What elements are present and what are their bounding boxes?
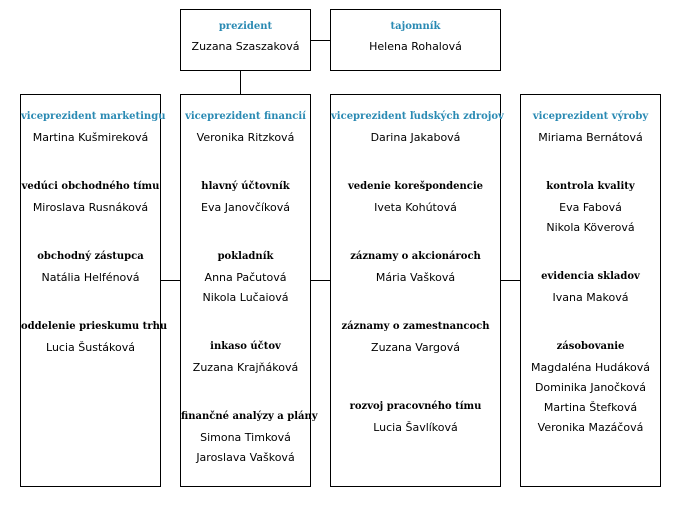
connector-col2-col3 <box>310 280 330 281</box>
hr-title: viceprezident ľudských zdrojov <box>331 111 504 122</box>
finance-head-name: Veronika Ritzková <box>196 131 295 144</box>
production-role-warehouse: evidencia skladov <box>541 271 640 282</box>
marketing-role-sales-lead: vedúci obchodného tímu <box>21 181 160 192</box>
production-box: viceprezident výroby Miriama Bernátová k… <box>520 94 661 487</box>
connector-president-down <box>240 70 241 95</box>
connector-col1-col2 <box>160 280 180 281</box>
secretary-title: tajomník <box>390 21 441 32</box>
hr-role-employees: záznamy o zamestnancoch <box>341 321 490 332</box>
hr-role-shareholders: záznamy o akcionároch <box>350 251 481 262</box>
president-name: Zuzana Szaszaková <box>191 40 300 53</box>
president-title: prezident <box>218 21 273 32</box>
production-name: Nikola Köverová <box>546 221 635 234</box>
president-box: prezident Zuzana Szaszaková <box>180 9 311 71</box>
production-name: Martina Štefková <box>543 401 638 414</box>
production-title: viceprezident výroby <box>532 111 649 122</box>
finance-name: Nikola Lučaiová <box>202 291 289 304</box>
secretary-box: tajomník Helena Rohalová <box>330 9 501 71</box>
finance-box: viceprezident financií Veronika Ritzková… <box>180 94 318 487</box>
finance-title: viceprezident financií <box>185 111 306 122</box>
finance-role-analysis: finančné analýzy a plány <box>181 411 318 422</box>
hr-name: Iveta Kohútová <box>374 201 457 214</box>
marketing-name: Natália Helfénová <box>41 271 140 284</box>
finance-name: Eva Janovčíková <box>201 201 290 214</box>
marketing-title: viceprezident marketingu <box>21 111 166 122</box>
hr-role-team-dev: rozvoj pracovného tímu <box>349 401 482 412</box>
production-name: Eva Fabová <box>559 201 622 214</box>
secretary-name: Helena Rohalová <box>369 40 462 53</box>
marketing-role-sales-rep: obchodný zástupca <box>37 251 144 262</box>
marketing-name: Miroslava Rusnáková <box>32 201 149 214</box>
hr-role-correspondence: vedenie korešpondencie <box>347 181 484 192</box>
marketing-role-research: oddelenie prieskumu trhu <box>21 321 168 332</box>
production-role-supply: zásobovanie <box>556 341 625 352</box>
finance-name: Zuzana Krajňáková <box>192 361 299 374</box>
finance-role-collections: inkaso účtov <box>210 341 281 352</box>
production-name: Ivana Maková <box>552 291 629 304</box>
finance-role-cashier: pokladník <box>217 251 274 262</box>
production-head-name: Miriama Bernátová <box>538 131 643 144</box>
hr-name: Lucia Šavlíková <box>373 421 458 434</box>
production-name: Veronika Mazáčová <box>537 421 644 434</box>
finance-name: Anna Pačutová <box>204 271 287 284</box>
hr-head-name: Darina Jakabová <box>370 131 461 144</box>
hr-name: Mária Vašková <box>375 271 456 284</box>
production-name: Magdaléna Hudáková <box>531 361 650 374</box>
marketing-box: viceprezident marketingu Martina Kušmire… <box>20 94 168 487</box>
production-name: Dominika Janočková <box>534 381 647 394</box>
marketing-head-name: Martina Kušmireková <box>32 131 149 144</box>
connector-president-secretary <box>310 40 330 41</box>
hr-box: viceprezident ľudských zdrojov Darina Ja… <box>330 94 504 487</box>
production-role-quality: kontrola kvality <box>546 181 635 192</box>
finance-name: Jaroslava Vašková <box>196 451 295 464</box>
finance-role-chief-accountant: hlavný účtovník <box>201 181 290 192</box>
connector-col3-col4 <box>500 280 520 281</box>
marketing-name: Lucia Šustáková <box>46 341 135 354</box>
finance-name: Simona Timková <box>200 431 291 444</box>
hr-name: Zuzana Vargová <box>371 341 460 354</box>
